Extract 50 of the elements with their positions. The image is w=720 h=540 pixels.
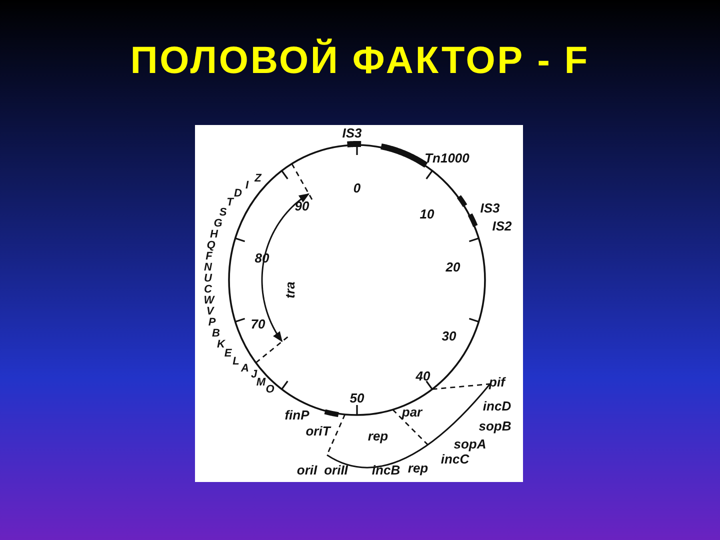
gene-label: sopA — [454, 438, 486, 450]
scale-number: 50 — [350, 392, 364, 404]
gene-label: J — [250, 370, 258, 380]
element-label: IS3 — [480, 202, 500, 214]
gene-label: S — [219, 208, 227, 218]
gene-label: sopB — [478, 420, 512, 432]
gene-label: W — [204, 296, 214, 306]
gene-label: O — [266, 384, 274, 396]
gene-label: Q — [206, 240, 216, 252]
element-label: IS2 — [492, 220, 512, 232]
element-label: Tn1000 — [424, 152, 470, 164]
scale-number: 0 — [353, 182, 361, 194]
gene-label: G — [214, 218, 222, 230]
gene-label: oriT — [306, 424, 330, 438]
scale-number: 90 — [294, 200, 310, 212]
gene-label: N — [204, 262, 212, 274]
title: ПОЛОВОЙ ФАКТОР - F — [129, 40, 591, 83]
gene-label: H — [210, 230, 218, 240]
scale-number: 40 — [416, 370, 430, 382]
gene-label: E — [224, 348, 232, 360]
scale-number: 70 — [250, 318, 266, 330]
gene-label: incB — [372, 464, 400, 476]
scale-number: 20 — [446, 260, 460, 274]
gene-label: A — [241, 364, 249, 374]
gene-region-label: rep — [368, 430, 388, 442]
gene-label: V — [206, 306, 214, 318]
gene-label: B — [212, 328, 220, 340]
gene-label: rep — [408, 462, 428, 474]
gene-label: oriII — [324, 464, 348, 476]
scale-number: 10 — [420, 208, 434, 220]
gene-label: K — [217, 340, 225, 350]
gene-label: I — [245, 180, 249, 192]
gene-label: P — [208, 318, 216, 328]
gene-region-label: par — [402, 406, 422, 418]
gene-label: pif — [489, 376, 505, 388]
scale-number: 30 — [442, 330, 456, 342]
gene-label: Z — [254, 174, 262, 184]
gene-label: incC — [440, 452, 470, 466]
gene-label: incD — [482, 400, 512, 412]
gene-region-label: tra — [284, 282, 296, 298]
gene-label: U — [204, 274, 212, 284]
gene-label: L — [232, 356, 240, 368]
gene-label: F — [206, 252, 212, 262]
element-label: IS3 — [342, 126, 362, 140]
gene-label: M — [256, 378, 266, 388]
gene-label: T — [226, 198, 234, 208]
gene-label: D — [234, 188, 242, 200]
gene-label: oriI — [296, 464, 318, 476]
gene-label: finP — [284, 408, 310, 422]
gene-label: C — [204, 284, 212, 296]
